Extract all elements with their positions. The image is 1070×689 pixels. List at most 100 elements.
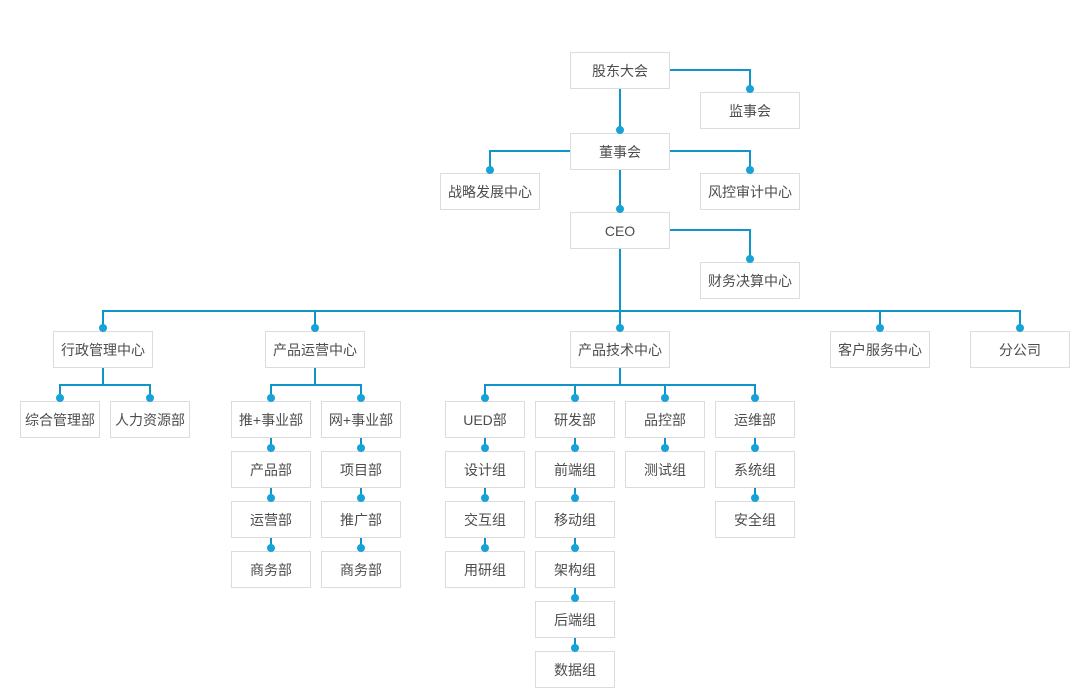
connector-line-v [489,150,491,173]
connector-line-h [670,229,751,231]
org-node-ceo: CEO [570,212,670,249]
connector-dot [357,444,365,452]
connector-dot [751,444,759,452]
org-node-tui-business: 商务部 [231,551,311,588]
org-node-om-system: 系统组 [715,451,795,488]
connector-dot [571,494,579,502]
connector-line-v [749,69,751,92]
org-node-om-security: 安全组 [715,501,795,538]
connector-dot [1016,324,1024,332]
connector-line-h [489,150,571,152]
connector-dot [267,444,275,452]
connector-line-h [59,384,151,386]
connector-line-v [59,384,61,401]
connector-dot [746,166,754,174]
connector-line-v [754,384,756,401]
org-node-finance: 财务决算中心 [700,262,800,299]
org-node-admin-center: 行政管理中心 [53,331,153,368]
connector-line-v [314,368,316,386]
connector-line-h [102,310,1021,312]
connector-dot [746,85,754,93]
org-node-wang-project: 项目部 [321,451,401,488]
org-node-admin-general: 综合管理部 [20,401,100,438]
connector-dot [267,494,275,502]
org-node-shareholders: 股东大会 [570,52,670,89]
connector-dot [357,394,365,402]
connector-dot [876,324,884,332]
connector-dot [267,394,275,402]
connector-dot [571,444,579,452]
org-node-ued-interaction: 交互组 [445,501,525,538]
connector-dot [99,324,107,332]
connector-dot [751,494,759,502]
connector-dot [357,544,365,552]
org-node-tui-operation: 运营部 [231,501,311,538]
org-node-strategy: 战略发展中心 [440,173,540,210]
connector-dot [481,494,489,502]
org-node-branch: 分公司 [970,331,1070,368]
org-node-ued-research: 用研组 [445,551,525,588]
connector-line-v [619,249,621,331]
connector-dot [311,324,319,332]
connector-line-v [749,229,751,262]
connector-dot [746,255,754,263]
connector-line-v [102,368,104,386]
connector-line-v [619,89,621,133]
connector-dot [357,494,365,502]
connector-line-v [1019,310,1021,332]
connector-line-v [619,368,621,386]
connector-dot [146,394,154,402]
org-node-risk: 风控审计中心 [700,173,800,210]
connector-line-v [484,384,486,401]
connector-line-v [574,384,576,401]
org-node-qc-test: 测试组 [625,451,705,488]
connector-dot [56,394,64,402]
connector-dot [616,126,624,134]
connector-dot [661,394,669,402]
connector-dot [616,205,624,213]
org-node-supervisory: 监事会 [700,92,800,129]
connector-line-v [360,384,362,401]
connector-dot [267,544,275,552]
org-node-qc: 品控部 [625,401,705,438]
org-node-ued-design: 设计组 [445,451,525,488]
org-node-board: 董事会 [570,133,670,170]
connector-dot [571,394,579,402]
org-node-ops-center: 产品运营中心 [265,331,365,368]
connector-dot [481,394,489,402]
org-node-service-center: 客户服务中心 [830,331,930,368]
org-node-rd-mobile: 移动组 [535,501,615,538]
connector-line-h [670,69,751,71]
connector-dot [751,394,759,402]
connector-dot [486,166,494,174]
org-node-wang-bu: 网+事业部 [321,401,401,438]
org-node-rd: 研发部 [535,401,615,438]
connector-dot [481,544,489,552]
org-node-rd-frontend: 前端组 [535,451,615,488]
connector-line-v [879,310,881,332]
connector-line-h [670,150,751,152]
connector-dot [616,324,624,332]
org-node-tui-product: 产品部 [231,451,311,488]
connector-dot [571,594,579,602]
connector-line-v [314,310,316,332]
connector-line-v [749,150,751,173]
org-node-admin-hr: 人力资源部 [110,401,190,438]
org-node-rd-data: 数据组 [535,651,615,688]
connector-line-v [102,310,104,332]
org-node-tech-center: 产品技术中心 [570,331,670,368]
org-node-rd-architecture: 架构组 [535,551,615,588]
connector-line-v [270,384,272,401]
org-node-ued: UED部 [445,401,525,438]
org-node-wang-promotion: 推广部 [321,501,401,538]
connector-dot [661,444,669,452]
connector-line-v [149,384,151,401]
connector-line-h [270,384,362,386]
connector-line-v [664,384,666,401]
connector-dot [571,644,579,652]
org-node-om: 运维部 [715,401,795,438]
org-node-tui-bu: 推+事业部 [231,401,311,438]
connector-dot [481,444,489,452]
connector-dot [571,544,579,552]
